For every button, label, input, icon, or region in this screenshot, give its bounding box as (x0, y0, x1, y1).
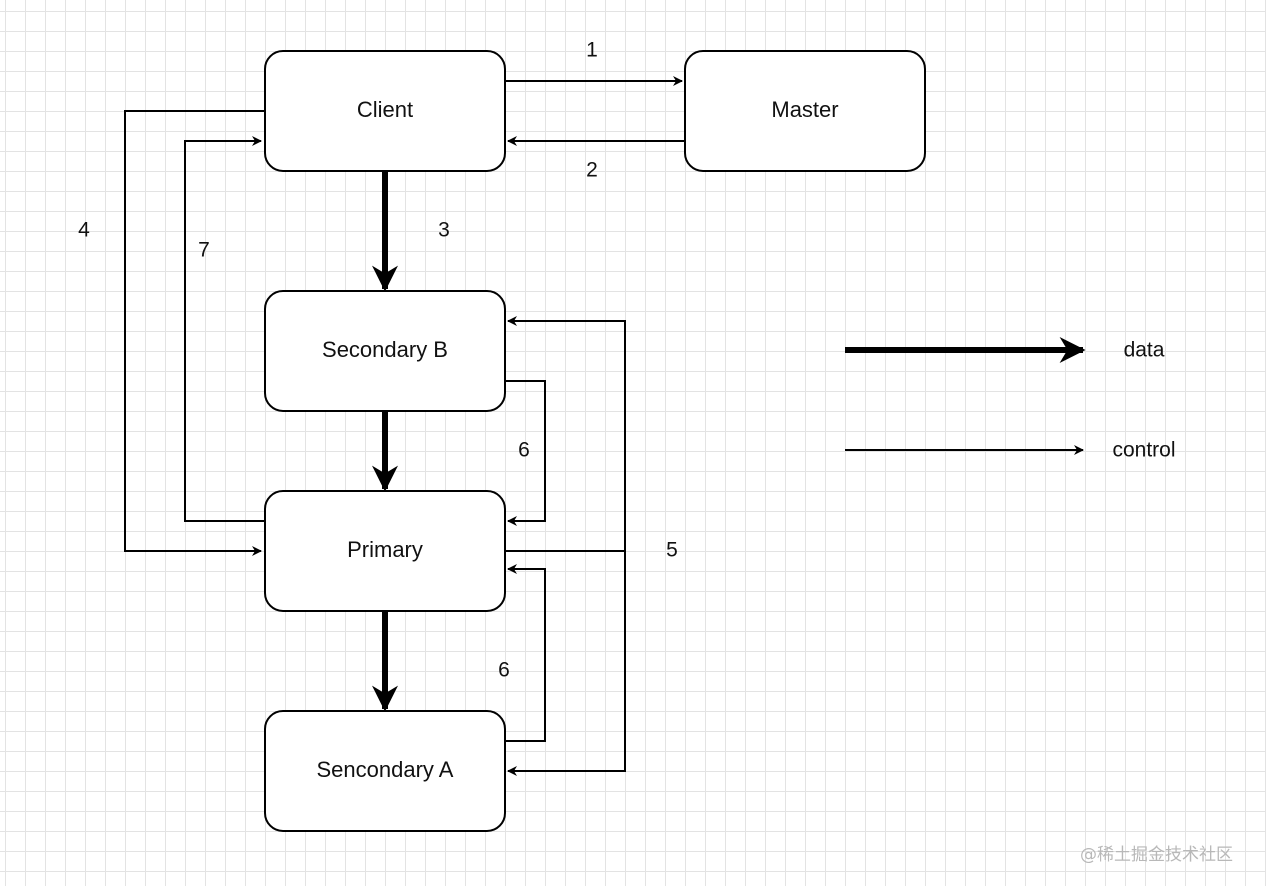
legend-control-label: control (1112, 439, 1175, 462)
edge-primary-to-client (184, 136, 265, 522)
step-label-1: 1 (586, 39, 598, 62)
node-client: Client (264, 50, 506, 172)
edge-primary-to-secondary-a (507, 551, 626, 776)
step-label-3: 3 (438, 219, 450, 242)
node-primary-label: Primary (347, 537, 423, 562)
node-secondary-b: Secondary B (264, 290, 506, 412)
node-secondary-a-label: Sencondary A (317, 757, 454, 782)
watermark: @稀土掘金技术社区 (1080, 845, 1233, 865)
node-master: Master (684, 50, 926, 172)
step-label-6-upper: 6 (518, 439, 530, 462)
edge-secondary-a-to-primary (505, 564, 546, 742)
node-master-label: Master (771, 97, 838, 122)
node-secondary-a: Sencondary A (264, 710, 506, 832)
node-client-label: Client (357, 97, 413, 122)
legend-data-label: data (1124, 339, 1165, 362)
edge-client-to-primary (124, 110, 265, 556)
node-primary: Primary (264, 490, 506, 612)
step-label-4: 4 (78, 219, 90, 242)
edge-primary-to-secondary-b (505, 316, 626, 552)
step-label-5: 5 (666, 539, 678, 562)
step-label-6-lower: 6 (498, 659, 510, 682)
step-label-2: 2 (586, 159, 598, 182)
node-secondary-b-label: Secondary B (322, 337, 448, 362)
step-label-7: 7 (198, 239, 210, 262)
edge-secondary-b-to-primary (505, 380, 546, 526)
legend: data control (845, 337, 1176, 462)
